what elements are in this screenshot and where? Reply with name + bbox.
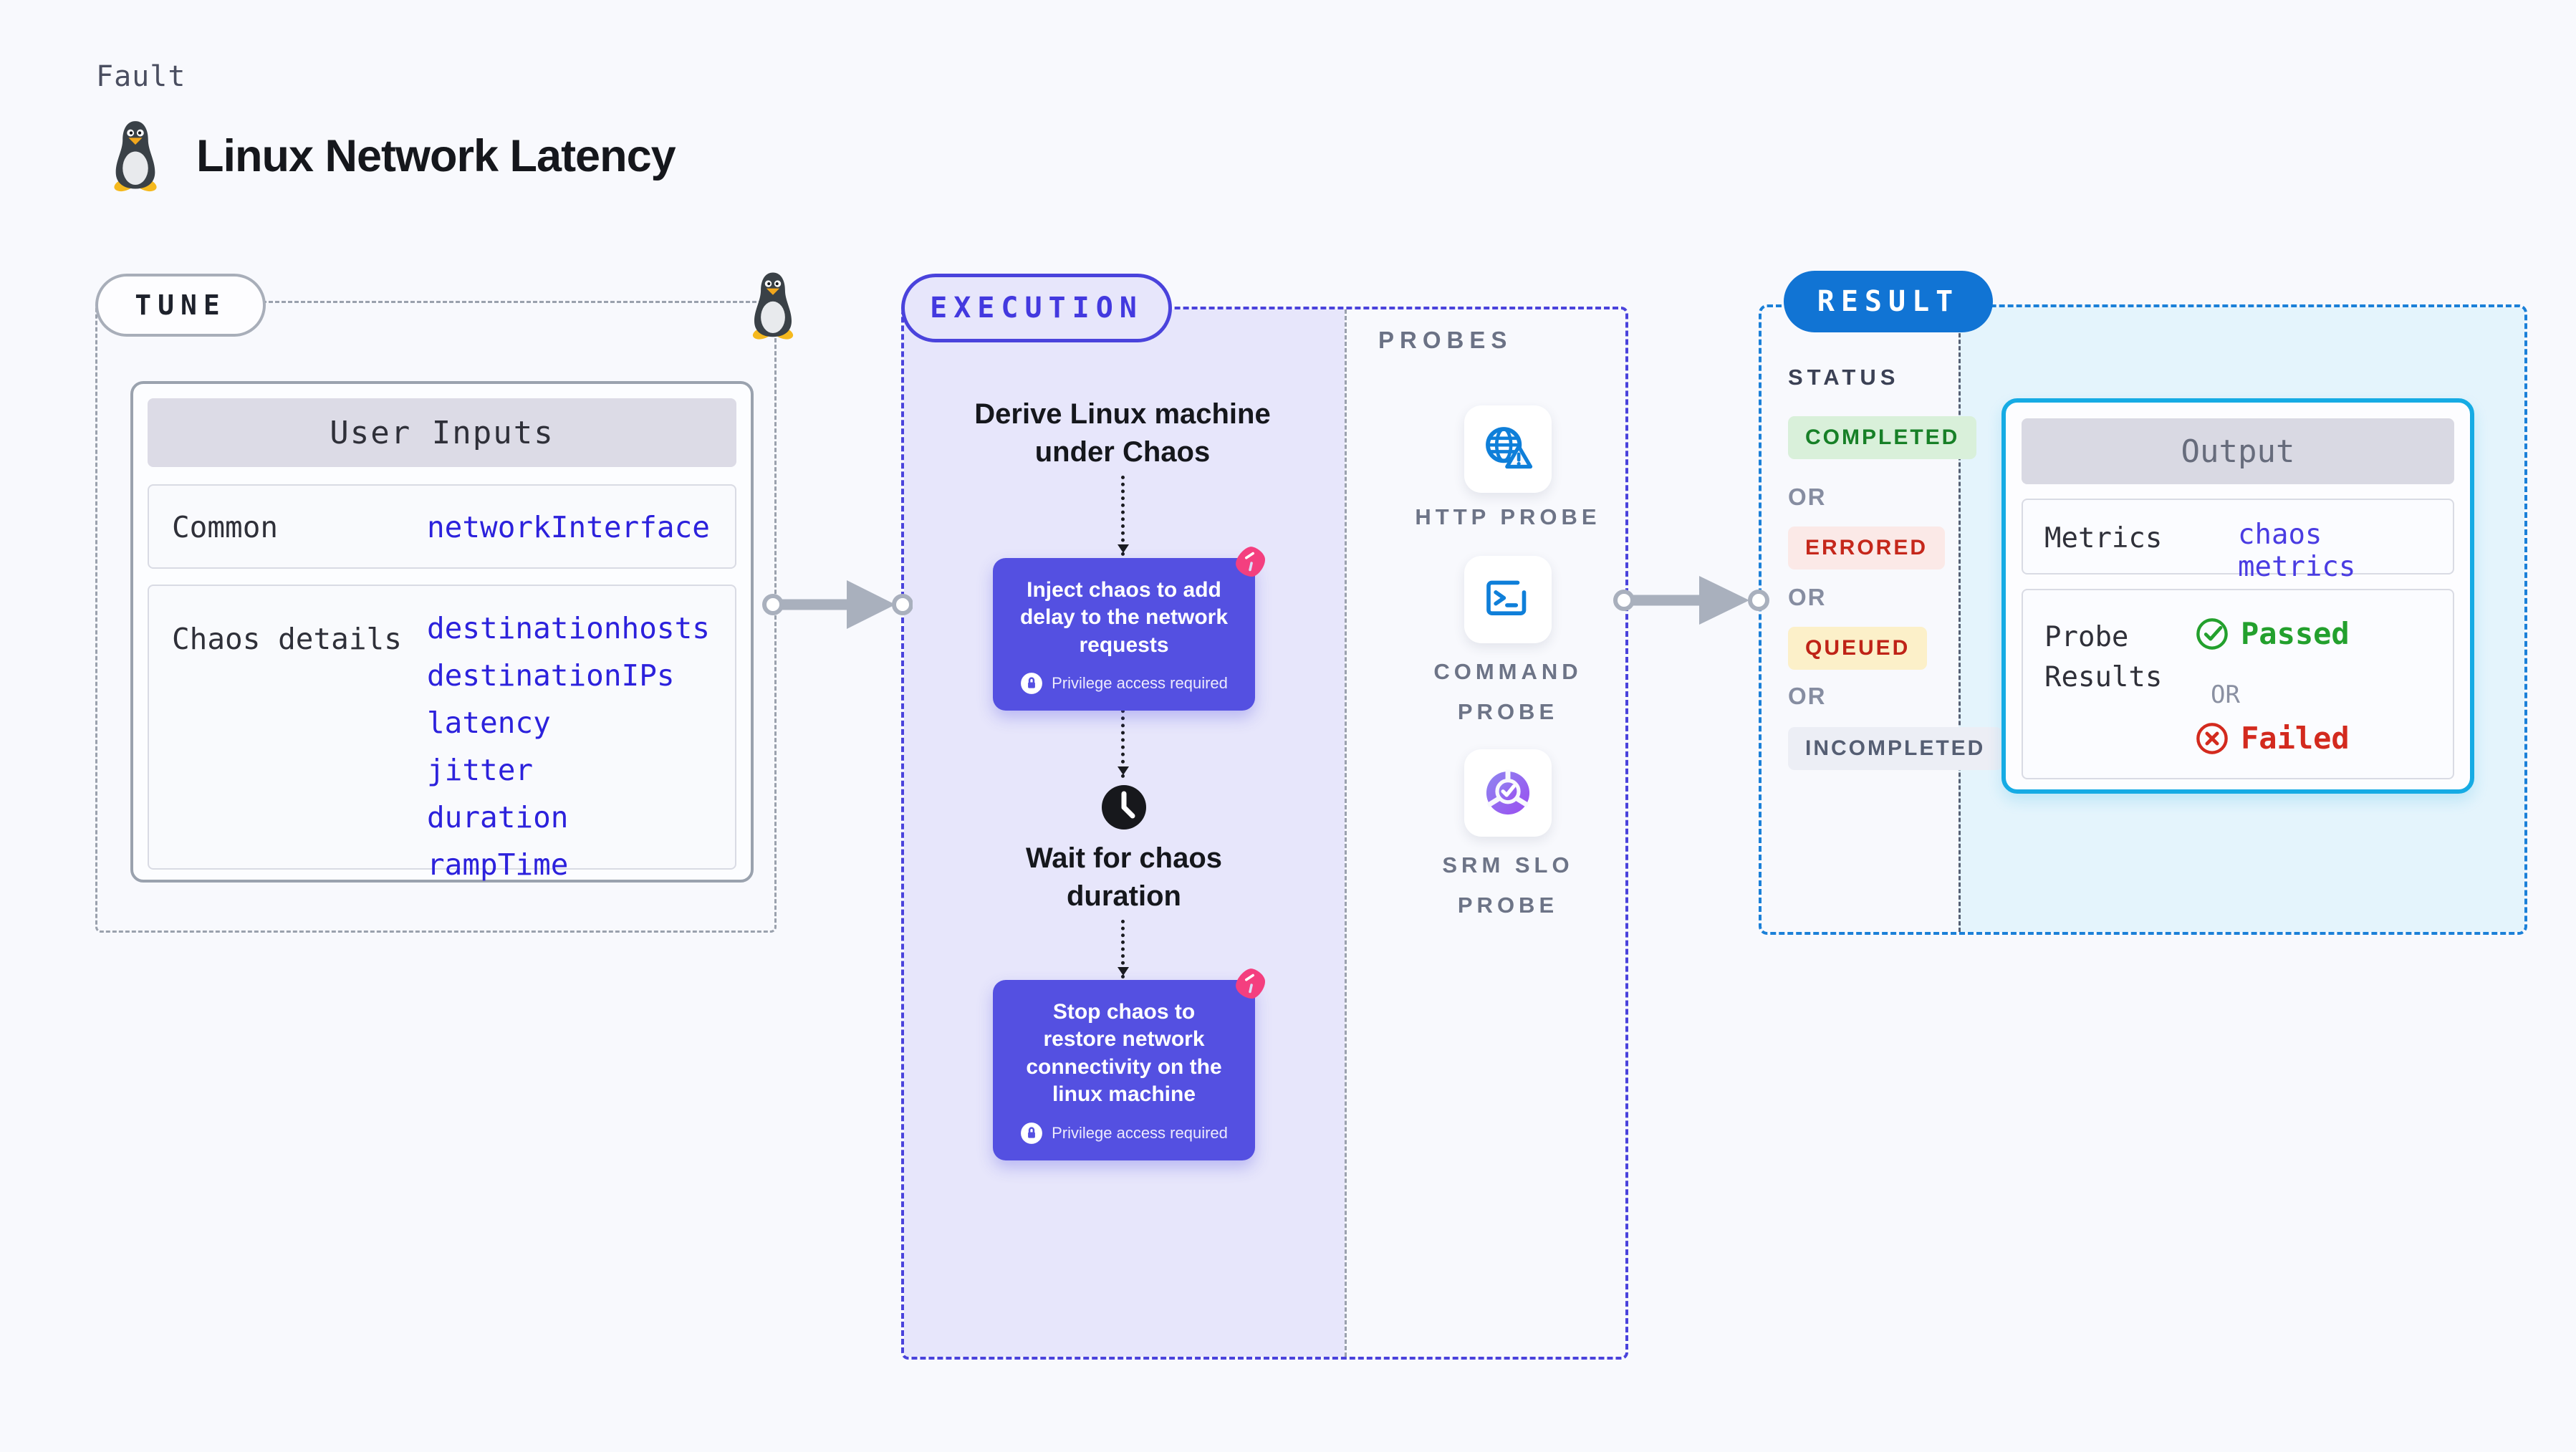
command-probe-card[interactable] bbox=[1464, 556, 1552, 643]
chaos-logo-icon bbox=[1236, 968, 1265, 999]
or-separator: OR bbox=[1788, 683, 1827, 709]
status-badge-errored: ERRORED bbox=[1788, 527, 1946, 569]
failed-label: Failed bbox=[2241, 721, 2350, 756]
tune-pill[interactable]: TUNE bbox=[95, 274, 266, 337]
chaos-logo-icon bbox=[1236, 547, 1265, 577]
metrics-row: Metrics chaos metrics bbox=[2022, 499, 2454, 583]
or-separator: OR bbox=[2211, 681, 2240, 709]
linux-tux-icon-small bbox=[752, 272, 794, 340]
fault-kicker: Fault bbox=[96, 60, 186, 93]
input-value: latency bbox=[427, 706, 551, 740]
lock-icon bbox=[1021, 1122, 1043, 1144]
user-inputs-row-chaos-details: Chaos details destinationhosts destinati… bbox=[148, 585, 736, 882]
result-pill[interactable]: RESULT bbox=[1784, 271, 1993, 332]
input-value: jitter bbox=[427, 753, 534, 787]
input-value: duration bbox=[427, 800, 569, 835]
connector-arrow-icon bbox=[1118, 920, 1129, 979]
execution-pill[interactable]: EXECUTION bbox=[901, 274, 1172, 342]
privilege-note: Privilege access required bbox=[1052, 1123, 1228, 1142]
passed-result: Passed bbox=[2195, 616, 2350, 651]
output-header: Output bbox=[2022, 418, 2454, 484]
check-circle-icon bbox=[2196, 617, 2228, 650]
probe-results-row: Probe Results Passed OR Failed bbox=[2022, 589, 2454, 779]
metrics-value: chaos metrics bbox=[2238, 519, 2356, 583]
failed-result: Failed bbox=[2195, 721, 2350, 756]
stop-step-label: Stop chaos to restore network connectivi… bbox=[1026, 1000, 1222, 1107]
probes-heading: PROBES bbox=[1378, 327, 1513, 353]
srm-slo-probe-card[interactable] bbox=[1464, 749, 1552, 837]
tune-to-execution-arrow bbox=[762, 580, 913, 629]
user-inputs-header: User Inputs bbox=[148, 398, 736, 467]
input-value: networkInterface bbox=[427, 510, 710, 544]
http-probe-card[interactable] bbox=[1464, 405, 1552, 493]
lock-icon bbox=[1021, 673, 1043, 695]
metrics-label: Metrics bbox=[2044, 522, 2163, 554]
status-badge-incompleted: INCOMPLETED bbox=[1788, 727, 2003, 770]
input-value: destinationhosts bbox=[427, 611, 710, 645]
input-value: rampTime bbox=[427, 847, 569, 882]
slo-pie-icon bbox=[1486, 769, 1530, 815]
probe-results-label: Probe Results bbox=[2044, 621, 2163, 693]
or-separator: OR bbox=[1788, 484, 1827, 510]
wait-clock-icon bbox=[1100, 784, 1148, 831]
wait-step-label: Wait for chaos duration bbox=[1025, 842, 1223, 912]
inject-step-label: Inject chaos to add delay to the network… bbox=[1019, 578, 1229, 657]
status-badge-queued: QUEUED bbox=[1788, 627, 1928, 670]
privilege-note: Privilege access required bbox=[1052, 674, 1228, 693]
derive-step-label: Derive Linux machine under Chaos bbox=[974, 398, 1271, 468]
or-separator: OR bbox=[1788, 584, 1827, 610]
linux-tux-icon bbox=[114, 121, 157, 192]
passed-label: Passed bbox=[2241, 616, 2350, 651]
stop-chaos-node[interactable]: Stop chaos to restore network connectivi… bbox=[993, 968, 1265, 1160]
row-label: Chaos details bbox=[172, 622, 402, 656]
inject-chaos-node[interactable]: Inject chaos to add delay to the network… bbox=[993, 547, 1265, 711]
execution-to-result-arrow bbox=[1613, 576, 1769, 625]
srm-slo-probe-label: SRM SLO PROBE bbox=[1442, 852, 1574, 918]
http-probe-label: HTTP PROBE bbox=[1415, 504, 1601, 529]
status-heading: STATUS bbox=[1788, 365, 1900, 390]
execution-section-box: Derive Linux machine under Chaos Inject … bbox=[901, 307, 1628, 1360]
tune-section-box bbox=[95, 301, 777, 933]
connector-arrow-icon bbox=[1118, 688, 1129, 778]
user-inputs-row-common: Common networkInterface bbox=[148, 484, 736, 569]
output-card: Output Metrics chaos metrics Probe Resul… bbox=[2001, 398, 2474, 794]
page-title: Linux Network Latency bbox=[196, 131, 676, 181]
globe-warning-icon bbox=[1486, 427, 1533, 469]
probes-divider bbox=[1345, 309, 1347, 1357]
command-probe-label: COMMAND PROBE bbox=[1433, 659, 1582, 724]
user-inputs-card: User Inputs Common networkInterface Chao… bbox=[130, 381, 754, 883]
status-badge-completed: COMPLETED bbox=[1788, 416, 1977, 459]
connector-arrow-icon bbox=[1118, 476, 1129, 556]
terminal-icon bbox=[1486, 580, 1527, 615]
input-value: destinationIPs bbox=[427, 658, 675, 693]
execution-flow-panel: Derive Linux machine under Chaos Inject … bbox=[904, 309, 1345, 1357]
result-section-box: STATUS COMPLETED OR ERRORED OR QUEUED OR… bbox=[1759, 304, 2527, 935]
row-label: Common bbox=[172, 510, 279, 544]
x-circle-icon bbox=[2196, 722, 2228, 754]
